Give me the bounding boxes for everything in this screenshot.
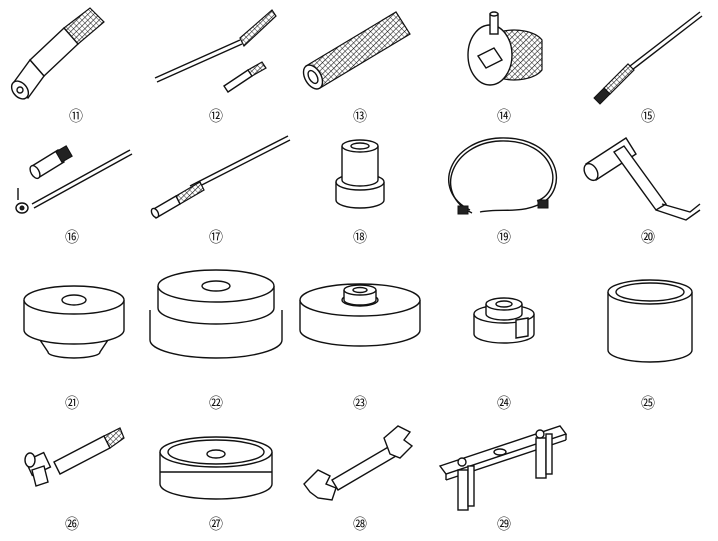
tool-25-illustration [607,279,693,363]
tool-29-number: ㉙ [497,517,511,533]
tool-24-number: ㉔ [497,396,511,412]
tool-13-number: ⑬ [353,109,367,125]
tool-26-number: ㉖ [65,517,79,533]
tool-18-number: ⑱ [353,230,367,246]
tool-21-number: ㉑ [65,396,79,412]
tool-29-illustration [438,425,568,511]
tool-17-illustration [150,135,291,219]
tool-11-illustration [10,7,105,100]
tool-22-number: ㉒ [209,396,223,412]
tool-28-illustration [303,425,414,501]
tool-27-number: ㉗ [209,517,223,533]
tool-18-illustration [335,139,385,209]
tool-24-illustration [473,297,535,344]
tool-25-number: ㉕ [641,396,655,412]
tool-15-illustration [593,11,703,105]
tool-14-number: ⑭ [497,109,511,125]
tool-19-illustration [448,137,557,215]
tool-23-illustration [299,283,421,347]
tool-20-illustration [583,137,701,221]
tool-19-number: ⑲ [497,230,511,246]
tool-16-number: ⑯ [65,230,79,246]
tool-22-illustration [149,269,283,359]
tool-27-illustration [159,436,273,500]
tool-13-illustration [302,11,411,90]
tool-26-illustration [24,427,125,487]
tool-12-number: ⑫ [209,109,223,125]
tool-11-number: ⑪ [69,109,83,125]
tool-17-number: ⑰ [209,230,223,246]
tool-21-illustration [23,285,125,359]
tool-28-number: ㉘ [353,517,367,533]
tool-20-number: ⑳ [641,230,655,246]
tool-15-number: ⑮ [641,109,655,125]
tool-14-illustration [467,11,543,86]
tool-12-illustration [154,9,277,93]
tool-23-number: ㉓ [353,396,367,412]
tool-16-illustration [15,145,133,214]
